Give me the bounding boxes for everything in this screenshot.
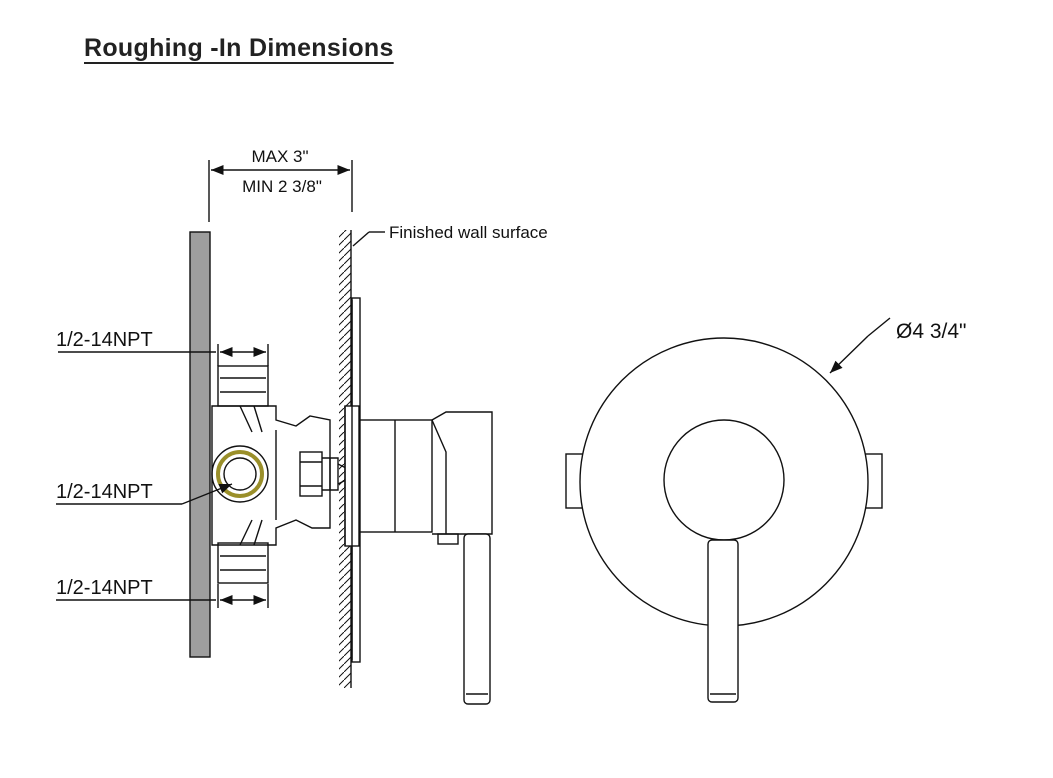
min-depth-label: MIN 2 3/8" — [242, 177, 322, 196]
max-depth-label: MAX 3" — [251, 147, 308, 166]
valve-body — [211, 365, 347, 584]
trim-diameter-label: Ø4 3/4" — [896, 320, 967, 343]
port-top-label: 1/2-14NPT — [56, 329, 153, 351]
rough-wall-plate — [189, 231, 211, 658]
port-callout-middle: 1/2-14NPT — [56, 481, 233, 505]
page-title: Roughing -In Dimensions — [84, 34, 394, 62]
port-callout-top: 1/2-14NPT — [56, 329, 269, 366]
handle-lever-front — [707, 539, 739, 703]
port-bottom-label: 1/2-14NPT — [56, 577, 153, 599]
port-callout-bottom: 1/2-14NPT — [56, 577, 269, 608]
finished-wall-label: Finished wall surface — [389, 223, 548, 242]
middle-port-ring — [216, 450, 264, 498]
handle-side — [359, 411, 493, 705]
trim-front-view: Ø4 3/4" — [565, 317, 967, 703]
port-middle-label: 1/2-14NPT — [56, 481, 153, 503]
depth-dimension: MAX 3" MIN 2 3/8" — [208, 147, 353, 222]
